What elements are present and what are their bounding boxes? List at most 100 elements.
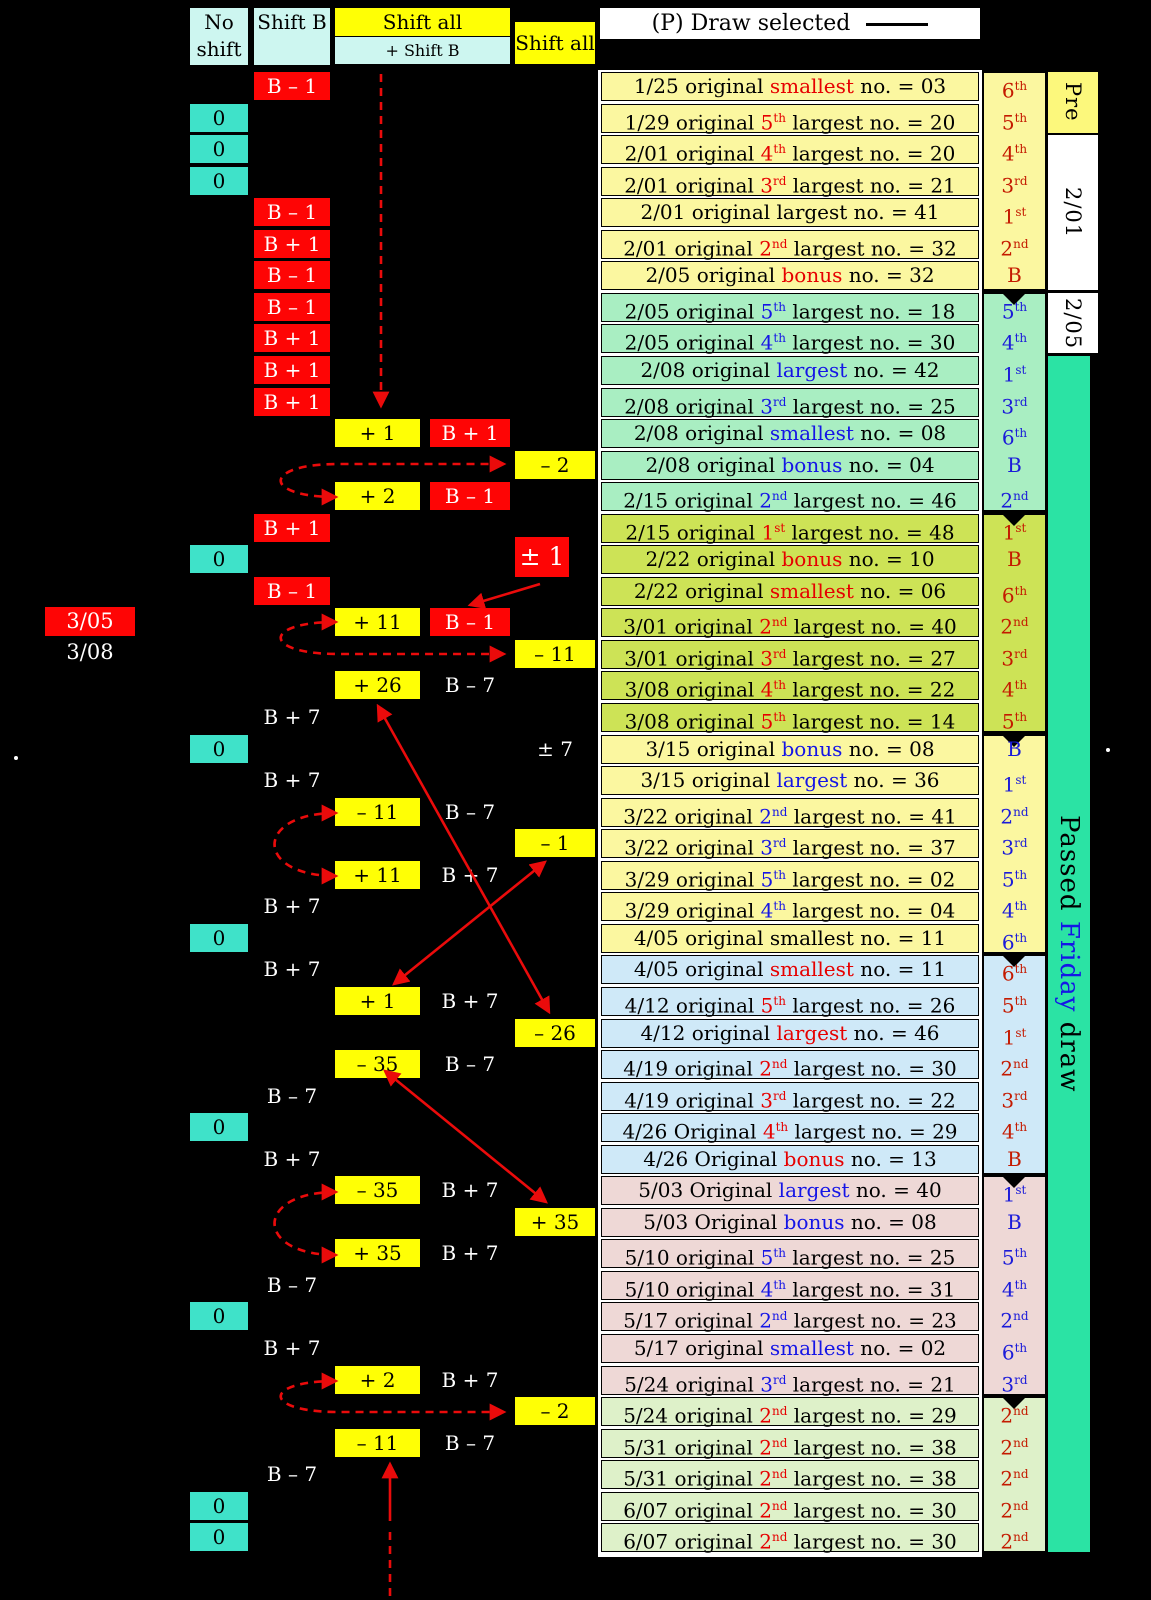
group-notch — [1001, 733, 1027, 747]
date-3-08-label: 3/08 — [66, 640, 114, 664]
draw-row: 4/26 Original 4th largest no. = 29 — [601, 1113, 979, 1144]
rank-label: 6th — [1001, 962, 1028, 987]
rank-label: 3rd — [1001, 394, 1028, 419]
arrow-hook-minus11-plus11 — [273, 804, 339, 885]
draw-row: 6/07 original 2nd largest no. = 30 — [601, 1523, 979, 1554]
group-notch — [1001, 1396, 1027, 1410]
rank-label: 6th — [1001, 583, 1028, 608]
rank-label: 6th — [1001, 930, 1028, 955]
shift-all-cell: – 11 — [335, 797, 420, 826]
right-dot — [1106, 748, 1110, 752]
side-label: 2/05 — [1048, 292, 1098, 354]
rank-label: 3rd — [1001, 1088, 1028, 1113]
rank-group-box — [983, 1176, 1046, 1395]
shift-all-cell: + 11 — [335, 860, 420, 889]
rank-label: 2nd — [1000, 804, 1029, 829]
rank-label: 1st — [1002, 1025, 1027, 1050]
shift-b-cell: B + 7 — [263, 1146, 321, 1171]
draw-row: 5/03 Original largest no. = 40 — [601, 1176, 979, 1206]
draw-row: 2/22 original bonus no. = 10 — [601, 545, 979, 575]
draw-row: 3/15 original largest no. = 36 — [601, 766, 979, 796]
shift-all-b-cell: B + 7 — [441, 1178, 499, 1203]
rank-label: 2nd — [1000, 488, 1029, 513]
rank-label: 4th — [1001, 898, 1028, 923]
shift-all-cell: – 35 — [335, 1050, 420, 1079]
draw-row: 3/08 original 4th largest no. = 22 — [601, 671, 979, 702]
shift-all2-cell: – 1 — [515, 829, 595, 858]
rank-label: 2nd — [1000, 1435, 1029, 1460]
rank-label: 4th — [1001, 678, 1028, 703]
draw-row: 5/03 Original bonus no. = 08 — [601, 1207, 979, 1237]
shift-all-cell: + 11 — [335, 608, 420, 637]
draw-row: 2/08 original 3rd largest no. = 25 — [601, 387, 979, 418]
rank-label: 6th — [1001, 78, 1028, 103]
shift-b-cell: B – 7 — [266, 1083, 318, 1108]
shift-b-cell: B + 7 — [263, 768, 321, 793]
shift-all-b-cell: B – 7 — [444, 1052, 496, 1077]
shift-b-cell: B – 1 — [254, 72, 330, 100]
shift-b-header: Shift B — [254, 8, 330, 65]
rank-label: 2nd — [1000, 1056, 1029, 1081]
no-shift-cell: 0 — [190, 545, 248, 574]
draw-row: 2/01 original 3rd largest no. = 21 — [601, 166, 979, 197]
no-shift-cell: 0 — [190, 734, 248, 763]
rank-label: 6th — [1001, 425, 1028, 450]
shift-all-b-cell: B – 7 — [444, 1430, 496, 1455]
shift-all-cell: + 35 — [335, 1239, 420, 1268]
rank-label: B — [1007, 1146, 1022, 1171]
rank-label: 1st — [1002, 772, 1027, 797]
no-shift-cell: 0 — [190, 135, 248, 164]
group-notch — [1001, 954, 1027, 968]
shift-all2-cell: – 2 — [515, 450, 595, 479]
draw-row: 5/17 original smallest no. = 02 — [601, 1334, 979, 1363]
draw-row: 2/15 original 2nd largest no. = 46 — [601, 482, 979, 513]
rank-group-box — [983, 513, 1046, 733]
shift-all-b-cell: B + 7 — [441, 862, 499, 887]
draw-row: 5/17 original 2nd largest no. = 23 — [601, 1302, 979, 1333]
shift-all-b-cell: B – 7 — [444, 673, 496, 698]
shift-b-cell: B + 7 — [263, 705, 321, 729]
draw-row: 5/24 original 2nd largest no. = 29 — [601, 1397, 979, 1428]
group-notch — [1001, 1175, 1027, 1189]
draw-row: 2/05 original 5th largest no. = 18 — [601, 292, 979, 324]
rank-label: 4th — [1001, 331, 1028, 356]
rank-label: B — [1007, 547, 1022, 572]
side-label: Pre — [1048, 72, 1098, 133]
shift-b-cell: B – 1 — [254, 292, 330, 321]
draw-row: 2/05 original 4th largest no. = 30 — [601, 324, 979, 355]
shift-all2-cell: ± 7 — [537, 736, 573, 761]
draw-row: 3/22 original 3rd largest no. = 37 — [601, 829, 979, 860]
draw-selected-title: (P) Draw selected — [651, 11, 851, 36]
shift-all-header: Shift all — [335, 8, 510, 36]
shift-b-cell: B + 1 — [254, 229, 330, 258]
draw-row: 4/19 original 2nd largest no. = 30 — [601, 1050, 979, 1081]
no-shift-cell: 0 — [190, 1523, 248, 1552]
draw-row: 2/08 original largest no. = 42 — [601, 355, 979, 385]
draw-row: 4/26 Original bonus no. = 13 — [601, 1144, 979, 1174]
shift-b-cell: B + 1 — [254, 324, 330, 353]
shift-all2-cell: – 2 — [515, 1397, 595, 1426]
draw-row: 3/15 original bonus no. = 08 — [601, 734, 979, 764]
draw-row: 3/01 original 2nd largest no. = 40 — [601, 608, 979, 639]
side-label: Passed Friday draw — [1048, 355, 1090, 1553]
rank-label: 2nd — [1000, 1529, 1029, 1554]
rank-label: B — [1007, 452, 1022, 477]
draw-selected-header: (P) Draw selected — [600, 8, 980, 39]
draw-row: 2/01 original 2nd largest no. = 32 — [601, 229, 979, 260]
rank-group-box — [983, 72, 1046, 291]
shift-all-b-cell: B – 7 — [444, 799, 496, 824]
rank-group-box — [983, 1397, 1046, 1553]
rank-label: 2nd — [1000, 1403, 1029, 1428]
shift-all2-cell: ± 1 — [515, 537, 569, 578]
draw-row: 6/07 original 2nd largest no. = 30 — [601, 1491, 979, 1522]
rank-label: 3rd — [1001, 173, 1028, 198]
draw-row: 5/31 original 2nd largest no. = 38 — [601, 1460, 979, 1491]
shift-all-b-cell: B + 7 — [441, 1241, 499, 1266]
shift-all-2-header: Shift all — [515, 22, 595, 64]
rank-label: B — [1007, 736, 1022, 761]
draw-row: 2/01 original largest no. = 41 — [601, 198, 979, 228]
shift-b-cell: B – 1 — [254, 198, 330, 227]
shift-all-cell: + 26 — [335, 671, 420, 700]
draw-row: 1/29 original 5th largest no. = 20 — [601, 103, 979, 134]
rank-group-box — [983, 292, 1046, 512]
